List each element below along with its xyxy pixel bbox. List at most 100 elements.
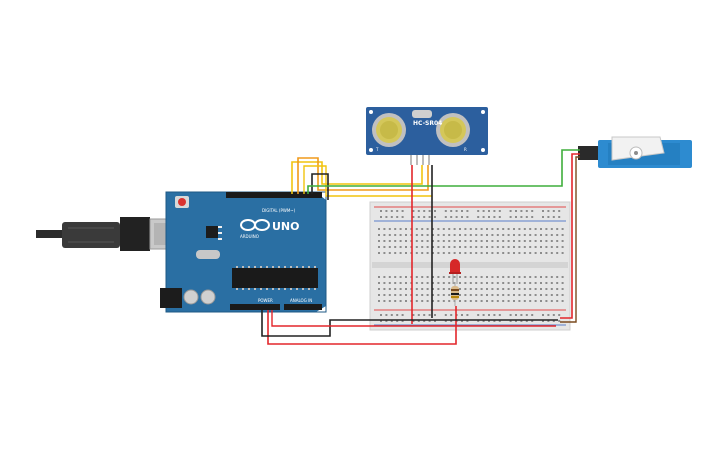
breadboard-hole[interactable]: [432, 294, 434, 296]
breadboard-hole[interactable]: [388, 252, 391, 254]
breadboard-hole[interactable]: [415, 282, 418, 284]
breadboard-hole[interactable]: [432, 288, 434, 290]
wire-echo[interactable]: [297, 157, 429, 194]
rail-hole[interactable]: [547, 216, 550, 218]
breadboard-hole[interactable]: [556, 246, 559, 248]
breadboard-hole[interactable]: [448, 300, 451, 302]
breadboard-hole[interactable]: [388, 228, 391, 230]
breadboard-hole[interactable]: [540, 252, 542, 254]
breadboard-hole[interactable]: [459, 288, 461, 290]
breadboard-hole[interactable]: [437, 276, 440, 278]
breadboard-hole[interactable]: [432, 300, 434, 302]
breadboard-hole[interactable]: [561, 246, 564, 248]
breadboard-hole[interactable]: [496, 300, 499, 302]
breadboard-hole[interactable]: [561, 294, 564, 296]
rail-hole[interactable]: [401, 210, 404, 212]
breadboard-hole[interactable]: [534, 246, 537, 248]
rail-hole[interactable]: [477, 320, 480, 322]
breadboard-hole[interactable]: [394, 240, 397, 242]
breadboard-hole[interactable]: [388, 246, 391, 248]
breadboard-hole[interactable]: [432, 252, 434, 254]
breadboard-hole[interactable]: [540, 276, 542, 278]
breadboard-hole[interactable]: [383, 228, 386, 230]
breadboard-hole[interactable]: [561, 276, 564, 278]
breadboard-hole[interactable]: [415, 228, 418, 230]
breadboard-hole[interactable]: [437, 300, 440, 302]
breadboard-hole[interactable]: [486, 234, 488, 236]
breadboard-hole[interactable]: [491, 300, 494, 302]
breadboard-hole[interactable]: [545, 288, 548, 290]
breadboard-hole[interactable]: [399, 228, 402, 230]
breadboard-hole[interactable]: [561, 282, 564, 284]
rail-hole[interactable]: [498, 320, 501, 322]
breadboard-hole[interactable]: [421, 300, 424, 302]
breadboard-hole[interactable]: [405, 252, 407, 254]
rail-hole[interactable]: [515, 314, 517, 316]
rail-hole[interactable]: [552, 210, 555, 212]
breadboard-hole[interactable]: [486, 246, 488, 248]
breadboard-hole[interactable]: [432, 240, 434, 242]
breadboard-hole[interactable]: [486, 240, 488, 242]
rail-hole[interactable]: [558, 216, 561, 218]
rail-hole[interactable]: [444, 216, 447, 218]
rail-hole[interactable]: [525, 320, 528, 322]
breadboard-hole[interactable]: [388, 276, 391, 278]
wire-servo-vcc[interactable]: [560, 153, 580, 319]
breadboard-hole[interactable]: [399, 294, 402, 296]
breadboard-hole[interactable]: [486, 228, 488, 230]
rail-hole[interactable]: [552, 216, 555, 218]
breadboard-hole[interactable]: [550, 246, 553, 248]
breadboard-hole[interactable]: [432, 228, 434, 230]
breadboard-hole[interactable]: [518, 252, 521, 254]
rail-hole[interactable]: [493, 320, 496, 322]
breadboard-hole[interactable]: [502, 288, 505, 290]
breadboard-hole[interactable]: [550, 252, 553, 254]
breadboard-hole[interactable]: [453, 246, 456, 248]
breadboard-hole[interactable]: [545, 228, 548, 230]
breadboard-hole[interactable]: [464, 300, 467, 302]
rail-hole[interactable]: [423, 320, 426, 322]
breadboard-hole[interactable]: [426, 276, 429, 278]
breadboard-hole[interactable]: [545, 246, 548, 248]
breadboard-hole[interactable]: [486, 276, 488, 278]
breadboard-hole[interactable]: [378, 252, 380, 254]
rail-hole[interactable]: [417, 320, 420, 322]
breadboard-hole[interactable]: [561, 240, 564, 242]
breadboard-hole[interactable]: [550, 288, 553, 290]
breadboard-hole[interactable]: [550, 300, 553, 302]
rail-hole[interactable]: [412, 314, 415, 316]
rail-hole[interactable]: [525, 210, 528, 212]
breadboard-hole[interactable]: [432, 234, 434, 236]
wire-servo-gnd[interactable]: [560, 156, 580, 323]
rail-hole[interactable]: [515, 320, 517, 322]
rail-hole[interactable]: [542, 314, 544, 316]
breadboard-hole[interactable]: [480, 288, 483, 290]
wire-trig[interactable]: [291, 161, 423, 194]
breadboard-hole[interactable]: [464, 240, 467, 242]
breadboard-hole[interactable]: [448, 252, 451, 254]
breadboard-hole[interactable]: [399, 300, 402, 302]
rail-hole[interactable]: [542, 216, 544, 218]
breadboard-hole[interactable]: [415, 246, 418, 248]
rail-hole[interactable]: [434, 314, 436, 316]
breadboard-hole[interactable]: [523, 294, 526, 296]
breadboard-hole[interactable]: [540, 300, 542, 302]
rail-hole[interactable]: [547, 320, 550, 322]
breadboard-hole[interactable]: [513, 294, 515, 296]
breadboard-hole[interactable]: [421, 282, 424, 284]
breadboard-hole[interactable]: [556, 282, 559, 284]
breadboard-hole[interactable]: [507, 246, 510, 248]
breadboard-hole[interactable]: [448, 228, 451, 230]
breadboard-hole[interactable]: [464, 246, 467, 248]
rail-hole[interactable]: [547, 210, 550, 212]
rail-hole[interactable]: [385, 314, 388, 316]
breadboard-hole[interactable]: [475, 288, 478, 290]
breadboard-hole[interactable]: [486, 288, 488, 290]
breadboard-hole[interactable]: [502, 252, 505, 254]
breadboard-hole[interactable]: [507, 282, 510, 284]
breadboard-hole[interactable]: [442, 234, 445, 236]
breadboard-hole[interactable]: [415, 252, 418, 254]
rail-hole[interactable]: [461, 320, 463, 322]
rail-hole[interactable]: [488, 314, 490, 316]
breadboard-hole[interactable]: [475, 228, 478, 230]
